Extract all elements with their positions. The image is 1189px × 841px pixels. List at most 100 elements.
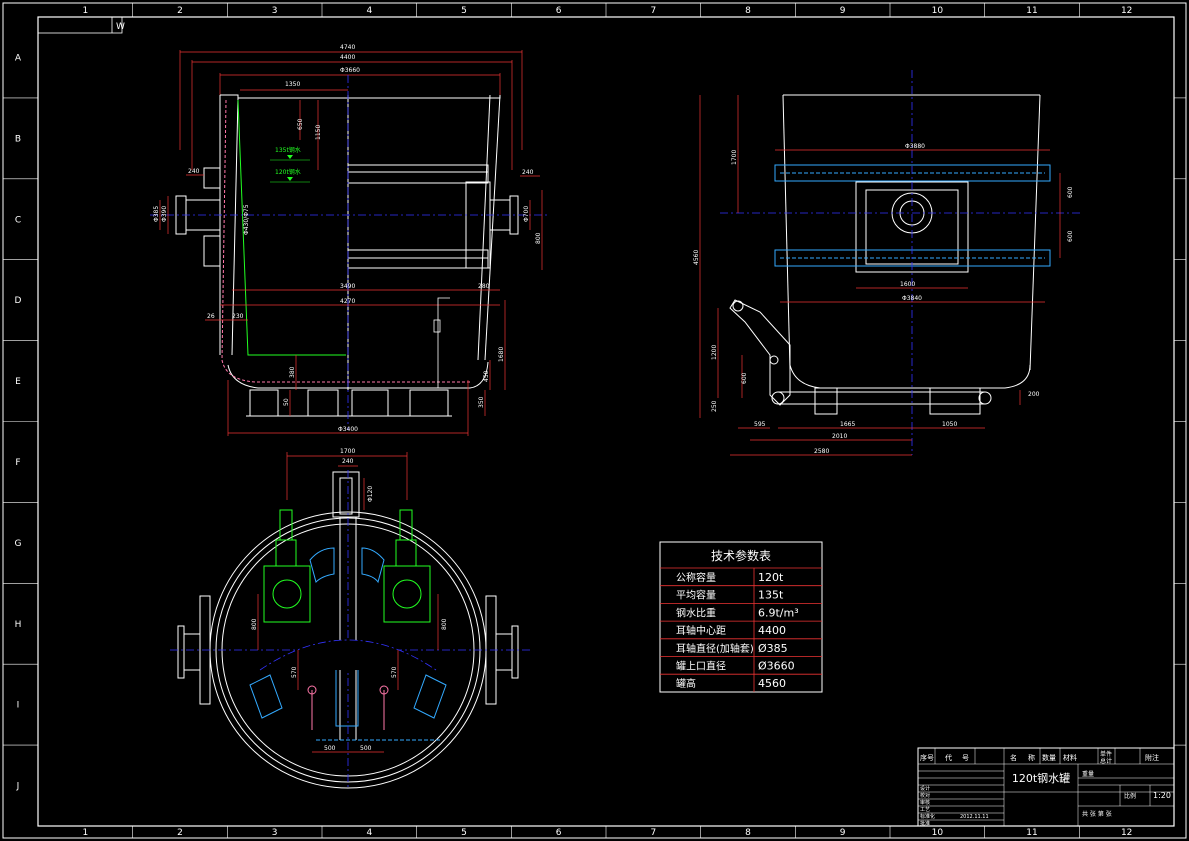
ruler-col-12: 12	[1121, 828, 1132, 838]
side-dim-600b: 600	[1067, 230, 1074, 242]
ruler-col-6: 6	[556, 828, 562, 838]
tech-row-label: 罐上口直径	[676, 660, 726, 673]
side-dim-200: 200	[1028, 391, 1040, 398]
tech-row-label: 耳轴中心距	[676, 624, 726, 637]
side-dim-1050: 1050	[942, 421, 957, 428]
ruler-col-5: 5	[461, 828, 467, 838]
tech-row-value: 4400	[758, 624, 786, 637]
dim-bottom-h: 1680	[498, 347, 505, 362]
tb-role: 审核	[920, 799, 930, 806]
tb-role: 校对	[920, 792, 930, 799]
side-dim-base-w: Φ3840	[902, 295, 922, 302]
ruler-row-A: A	[15, 53, 22, 63]
dim-trunnion-center: 4400	[340, 54, 355, 61]
plan-dim-570r: 570	[391, 666, 398, 678]
ruler-col-1: 1	[82, 828, 88, 838]
side-dim-2580: 2580	[814, 448, 829, 455]
tb-role: 批准	[920, 820, 930, 827]
plan-dim-800r: 800	[441, 618, 448, 630]
tb-sheet-label: 共 张 第 张	[1082, 810, 1112, 818]
dim-offset-top: 1350	[285, 81, 300, 88]
corner-box	[37, 16, 123, 34]
ruler-col-7: 7	[650, 6, 656, 16]
ruler-col-10: 10	[932, 828, 944, 838]
ruler-row-E: E	[15, 377, 21, 387]
ruler-col-1: 1	[82, 6, 88, 16]
tb-h5: 数量	[1042, 753, 1056, 762]
ruler-col-8: 8	[745, 6, 751, 16]
side-dim-600a: 600	[1067, 186, 1074, 198]
ruler-col-9: 9	[840, 828, 846, 838]
tb-h8: 总计	[1100, 757, 1112, 765]
side-dim-1200: 1200	[711, 345, 718, 360]
side-dim-2010: 2010	[832, 433, 847, 440]
dim-top-diameter: Φ3660	[340, 67, 360, 74]
tech-row-label: 平均容量	[676, 589, 716, 602]
plan-view: 1700 240 Φ120 800 800 570 570 500 500	[170, 448, 530, 790]
ruler-col-2: 2	[177, 828, 183, 838]
tech-row-value: 135t	[758, 589, 784, 602]
ruler-row-J: J	[16, 782, 20, 792]
tb-h9: 附注	[1145, 753, 1159, 762]
tb-scale-label: 比例	[1124, 792, 1136, 800]
ruler-row-H: H	[15, 620, 22, 630]
dim-base-dia: Φ3400	[338, 426, 358, 433]
plan-dim-570l: 570	[291, 666, 298, 678]
dim-right-h: 800	[535, 232, 542, 244]
dim-bottom-h3: 350	[478, 396, 485, 408]
dim-bottom-h2: 450	[483, 370, 490, 382]
tech-row-label: 罐高	[676, 677, 696, 690]
tb-scale: 1:20	[1153, 791, 1171, 800]
side-view: Φ3880 1700 4560 600 600 1600 Φ3840 1200 …	[693, 70, 1080, 456]
tb-h4: 称	[1028, 753, 1035, 762]
ruler-col-3: 3	[272, 828, 278, 838]
ruler-col-10: 10	[932, 6, 944, 16]
tb-h3: 名	[1010, 753, 1017, 762]
plan-dim-500l: 500	[324, 745, 336, 752]
side-dim-1700: 1700	[731, 150, 738, 165]
dim-mid-r: 280	[478, 283, 490, 290]
dim-mid-w: 4270	[340, 298, 355, 305]
ruler-col-11: 11	[1026, 6, 1037, 16]
ruler-row-C: C	[15, 215, 21, 225]
plan-dim-1700: 1700	[340, 448, 355, 455]
dim-depth2: 1150	[315, 125, 322, 140]
dim-flange-w: 240	[188, 168, 200, 175]
tech-row-label: 耳轴直径(加轴套)	[676, 642, 754, 655]
side-dim-4560: 4560	[693, 250, 700, 265]
tb-role: 工艺	[920, 807, 930, 813]
plan-dim-500r: 500	[360, 745, 372, 752]
ruler-col-6: 6	[556, 6, 562, 16]
ruler-row-B: B	[15, 134, 21, 144]
dim-foot: 50	[283, 398, 290, 406]
side-dim-595: 595	[754, 421, 766, 428]
inner-frame	[37, 16, 1175, 827]
tb-h0: 序号	[920, 753, 934, 762]
drawing-name: 120t钢水罐	[1012, 772, 1070, 785]
ruler-col-3: 3	[272, 6, 278, 16]
tb-role: 设计	[920, 785, 930, 792]
dim-right-dia: Φ700	[523, 206, 530, 222]
level-120t: 120t钢水	[275, 168, 301, 176]
title-block: 序号 代 号 名 称 数量 材料 单件 总计 附注 120t钢水罐 重量 比例 …	[917, 747, 1175, 827]
dim-left-small2: 230	[232, 313, 244, 320]
dim-outer-width: 4740	[340, 44, 355, 51]
level-135t: 135t钢水	[275, 146, 301, 154]
tb-h2: 号	[962, 754, 969, 762]
side-dim-top-w: Φ3880	[905, 143, 925, 150]
ruler-row-D: D	[15, 296, 22, 306]
tech-row-label: 公称容量	[676, 571, 716, 584]
ruler-col-8: 8	[745, 828, 751, 838]
ruler-col-9: 9	[840, 6, 846, 16]
side-dim-250: 250	[711, 400, 718, 412]
plan-dim-d120: Φ120	[367, 486, 374, 502]
tb-h7: 单件	[1100, 750, 1112, 758]
tech-row-label: 钢水比重	[676, 606, 716, 619]
plan-dim-240: 240	[342, 458, 354, 465]
ruler-row-I: I	[17, 701, 20, 711]
plan-dim-800l: 800	[251, 618, 258, 630]
